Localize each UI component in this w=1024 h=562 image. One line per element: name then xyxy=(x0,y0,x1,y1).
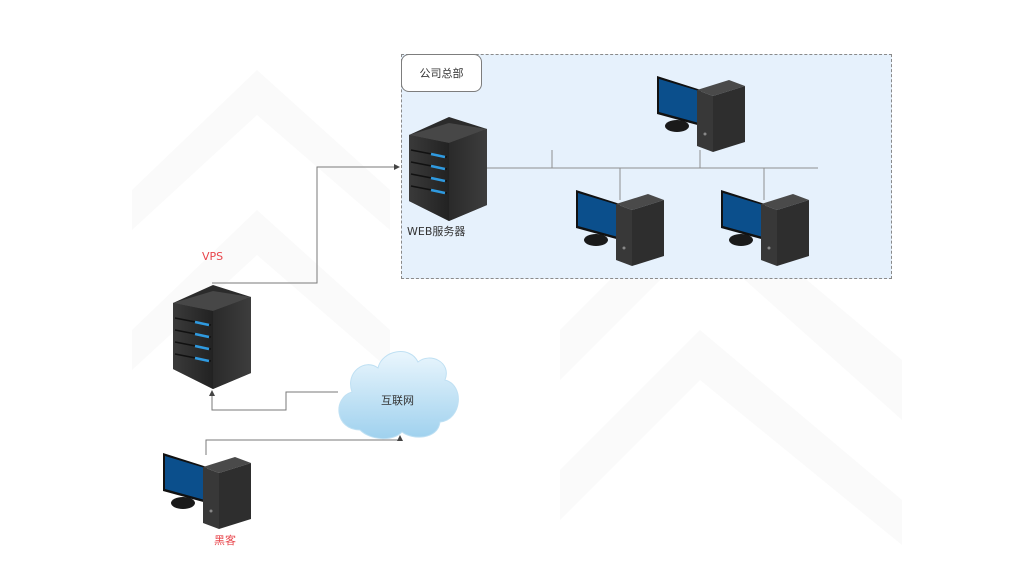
edge-vps-to-web xyxy=(212,164,400,284)
lan-bus xyxy=(487,150,818,200)
hacker-label: 黑客 xyxy=(214,534,236,547)
web-server-label: WEB服务器 xyxy=(407,225,466,238)
internet-label: 互联网 xyxy=(381,394,414,407)
edge-hacker-to-internet xyxy=(205,435,403,455)
internet-cloud-icon[interactable] xyxy=(338,351,459,439)
web-server-icon[interactable] xyxy=(407,115,489,223)
headquarters-label: 公司总部 xyxy=(401,54,482,92)
vps-server-icon[interactable] xyxy=(171,283,253,391)
edge-internet-to-vps xyxy=(209,390,338,411)
vps-label: VPS xyxy=(202,250,224,263)
